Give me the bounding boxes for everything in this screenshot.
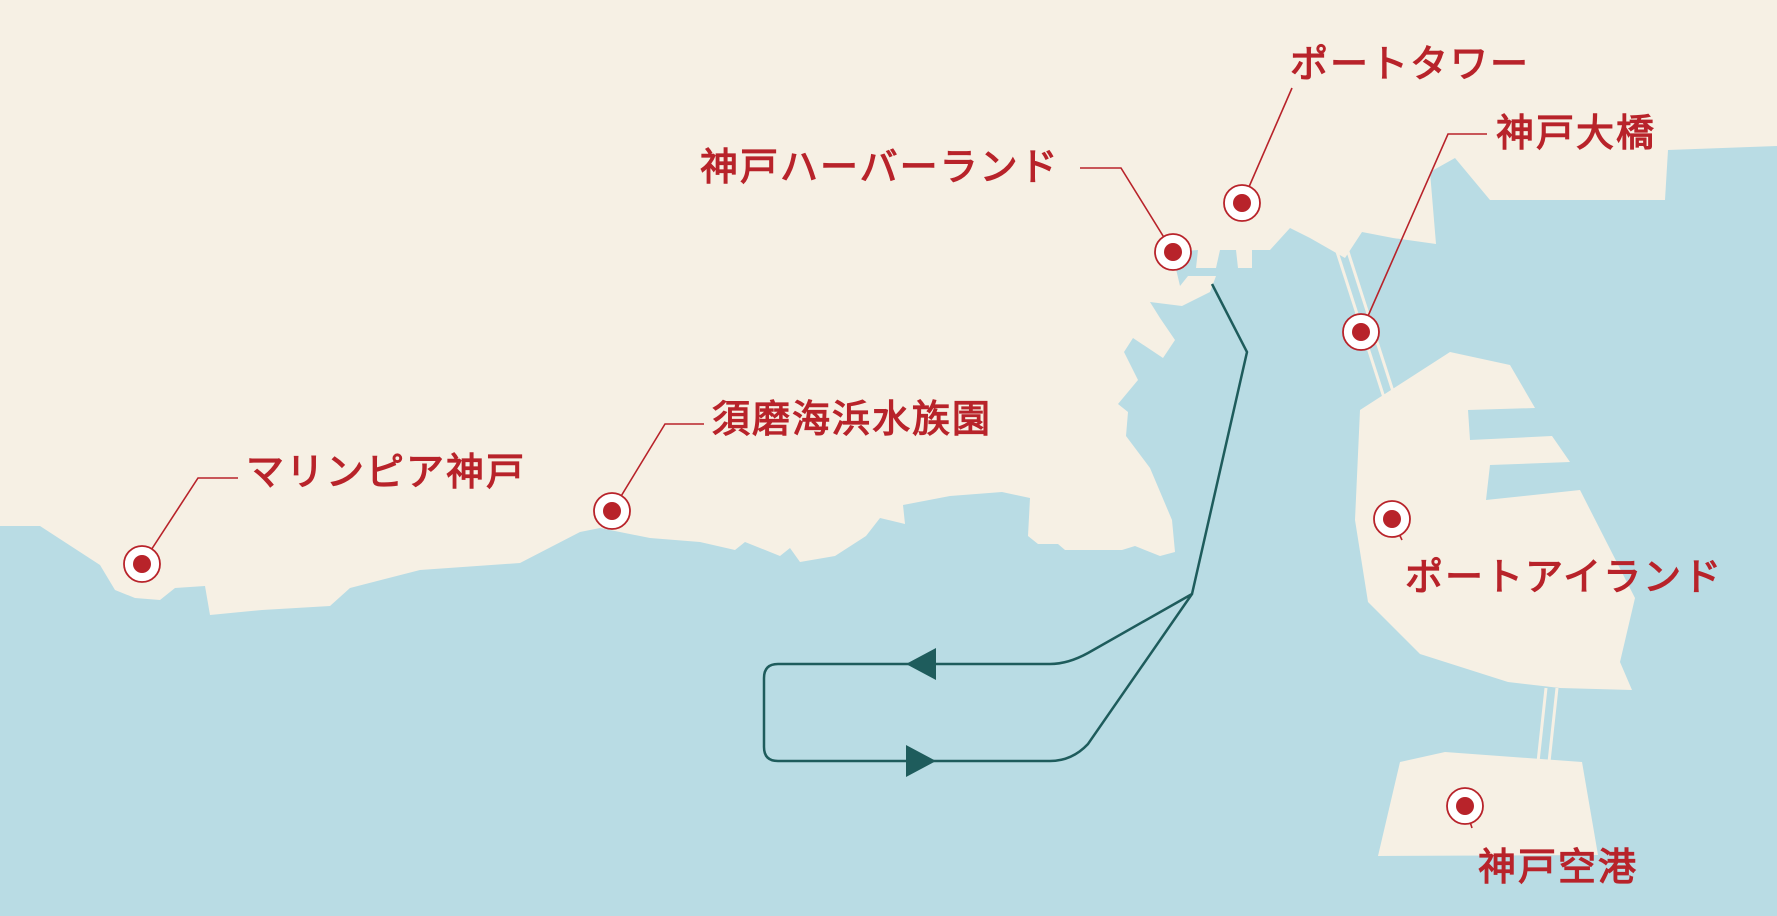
sea-area [0, 146, 1777, 916]
kobe-airport-island [1378, 752, 1598, 856]
location-target-icon[interactable] [593, 492, 631, 530]
cruise-route [762, 283, 1249, 763]
place-label-portisland[interactable]: ポートアイランド [1405, 555, 1724, 599]
location-target-icon[interactable] [1154, 233, 1192, 271]
place-label-suma[interactable]: 須磨海浜水族園 [712, 397, 993, 441]
port-island [1355, 352, 1635, 690]
location-target-icon[interactable] [1373, 500, 1411, 538]
place-label-kobe-ohashi[interactable]: 神戸大橋 [1496, 111, 1657, 155]
place-label-harborland[interactable]: 神戸ハーバーランド [700, 145, 1060, 189]
leader-line-harborland [1080, 167, 1174, 253]
location-target-icon[interactable] [1446, 787, 1484, 825]
leader-line-marinepia [141, 477, 238, 565]
route-line [762, 283, 1249, 763]
leader-lines [141, 87, 1487, 829]
leader-line-kobe-ohashi [1360, 133, 1487, 333]
location-target-icon[interactable] [1342, 313, 1380, 351]
airport-bridge [1536, 687, 1559, 763]
place-label-airport[interactable]: 神戸空港 [1478, 845, 1639, 889]
route-arrow-west-icon [906, 648, 936, 680]
place-label-marinepia[interactable]: マリンピア神戸 [246, 450, 527, 494]
route-arrow-east-icon [906, 745, 936, 777]
place-label-porttower[interactable]: ポートタワー [1290, 42, 1531, 86]
leader-line-suma [611, 423, 704, 512]
location-markers [123, 184, 1484, 825]
location-target-icon[interactable] [123, 545, 161, 583]
location-target-icon[interactable] [1223, 184, 1261, 222]
leader-line-porttower [1241, 87, 1293, 204]
